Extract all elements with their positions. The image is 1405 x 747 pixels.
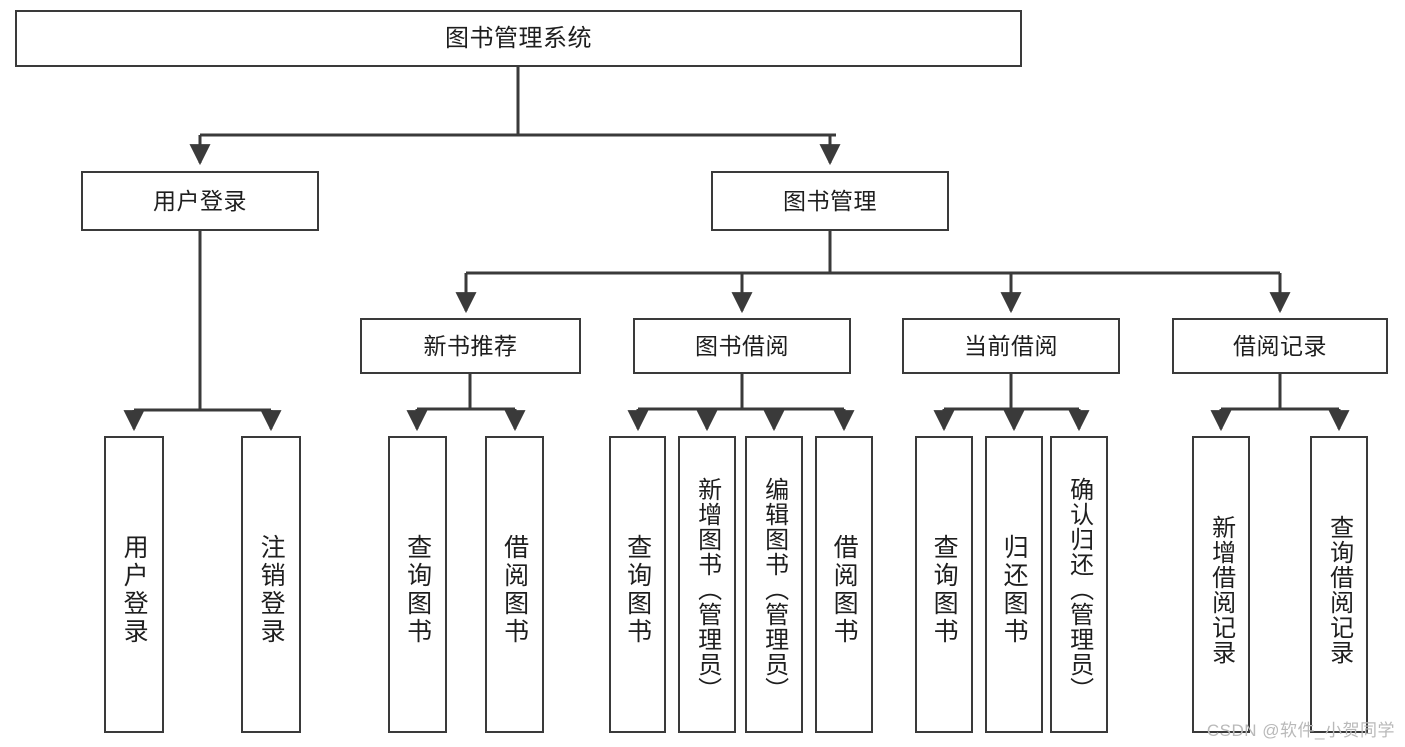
csdn-watermark: CSDN @软件_小贺同学: [1206, 721, 1395, 740]
leaf-node-label: 查询图书: [930, 533, 959, 646]
leaf-node-label: 借阅图书: [830, 533, 859, 646]
node-book-borrow[interactable]: 图书借阅: [633, 318, 851, 374]
leaf-node-label: 查询图书: [623, 533, 652, 646]
leaf-node-label: 新增图书（管理员）: [693, 477, 721, 702]
leaf-node[interactable]: 编辑图书（管理员）: [745, 436, 803, 733]
node-book-management-label: 图书管理: [783, 187, 877, 214]
node-current-borrow-label: 当前借阅: [964, 332, 1058, 359]
node-book-borrow-label: 图书借阅: [695, 332, 789, 359]
leaf-node[interactable]: 新增借阅记录: [1192, 436, 1250, 733]
node-book-management[interactable]: 图书管理: [711, 171, 949, 231]
leaf-node-label: 编辑图书（管理员）: [760, 477, 788, 702]
leaf-node[interactable]: 查询图书: [609, 436, 666, 733]
leaf-node[interactable]: 新增图书（管理员）: [678, 436, 736, 733]
node-borrow-records-label: 借阅记录: [1233, 332, 1327, 359]
node-new-book-recommend-label: 新书推荐: [423, 332, 518, 359]
node-user-login[interactable]: 用户登录: [81, 171, 319, 231]
leaf-node-label: 注销登录: [257, 533, 286, 646]
leaf-node-label: 查询图书: [403, 533, 432, 646]
node-borrow-records[interactable]: 借阅记录: [1172, 318, 1388, 374]
leaf-node-label: 用户登录: [120, 533, 149, 646]
leaf-node[interactable]: 用户登录: [104, 436, 164, 733]
leaf-node-label: 归还图书: [1000, 533, 1029, 646]
leaf-node[interactable]: 借阅图书: [815, 436, 873, 733]
node-root[interactable]: 图书管理系统: [15, 10, 1022, 67]
node-root-label: 图书管理系统: [445, 24, 592, 52]
node-new-book-recommend[interactable]: 新书推荐: [360, 318, 581, 374]
leaf-node[interactable]: 查询借阅记录: [1310, 436, 1368, 733]
leaf-node[interactable]: 注销登录: [241, 436, 301, 733]
leaf-node-label: 借阅图书: [500, 533, 529, 646]
leaf-node[interactable]: 查询图书: [388, 436, 447, 733]
leaf-node-label: 确认归还（管理员）: [1065, 477, 1093, 702]
leaf-node-label: 查询借阅记录: [1325, 514, 1353, 665]
node-current-borrow[interactable]: 当前借阅: [902, 318, 1120, 374]
node-user-login-label: 用户登录: [153, 187, 247, 214]
leaf-node-label: 新增借阅记录: [1207, 514, 1235, 665]
leaf-node[interactable]: 归还图书: [985, 436, 1043, 733]
leaf-node[interactable]: 确认归还（管理员）: [1050, 436, 1108, 733]
leaf-node[interactable]: 借阅图书: [485, 436, 544, 733]
leaf-node[interactable]: 查询图书: [915, 436, 973, 733]
